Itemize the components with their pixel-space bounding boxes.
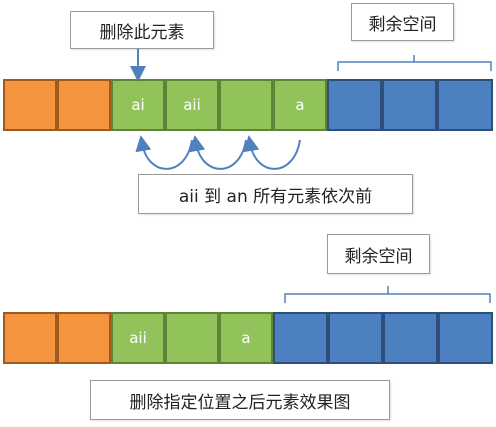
shift-arrow-1 xyxy=(135,135,193,170)
top-remaining-space-label: 剩余空间 xyxy=(351,3,454,41)
bottom-cell xyxy=(328,312,383,364)
bottom-cell xyxy=(273,312,328,364)
bottom-array: aii a xyxy=(3,312,493,364)
top-remaining-bracket xyxy=(337,55,492,71)
bottom-cell-aii: aii xyxy=(111,312,165,364)
top-cell xyxy=(219,79,273,131)
shift-arrow-2 xyxy=(189,135,247,170)
bottom-cell-a: a xyxy=(219,312,273,364)
top-cell-a: a xyxy=(273,79,327,131)
top-cell xyxy=(382,79,437,131)
top-cell xyxy=(437,79,493,131)
top-cell-aii: aii xyxy=(165,79,219,131)
top-cell xyxy=(3,79,57,131)
shift-elements-label: aii 到 an 所有元素依次前 xyxy=(138,174,413,214)
delete-element-label: 删除此元素 xyxy=(70,11,214,49)
bottom-cell xyxy=(57,312,111,364)
shift-arrow-3 xyxy=(243,135,301,170)
bottom-remaining-space-label: 剩余空间 xyxy=(327,234,430,274)
top-cell xyxy=(327,79,382,131)
result-label: 删除指定位置之后元素效果图 xyxy=(90,380,390,420)
top-array: ai aii a xyxy=(3,79,493,131)
bottom-cell xyxy=(3,312,57,364)
bottom-cell xyxy=(438,312,493,364)
bottom-remaining-bracket xyxy=(284,286,491,303)
top-cell-ai: ai xyxy=(111,79,165,131)
top-cell xyxy=(57,79,111,131)
bottom-cell xyxy=(383,312,438,364)
bottom-cell xyxy=(165,312,219,364)
